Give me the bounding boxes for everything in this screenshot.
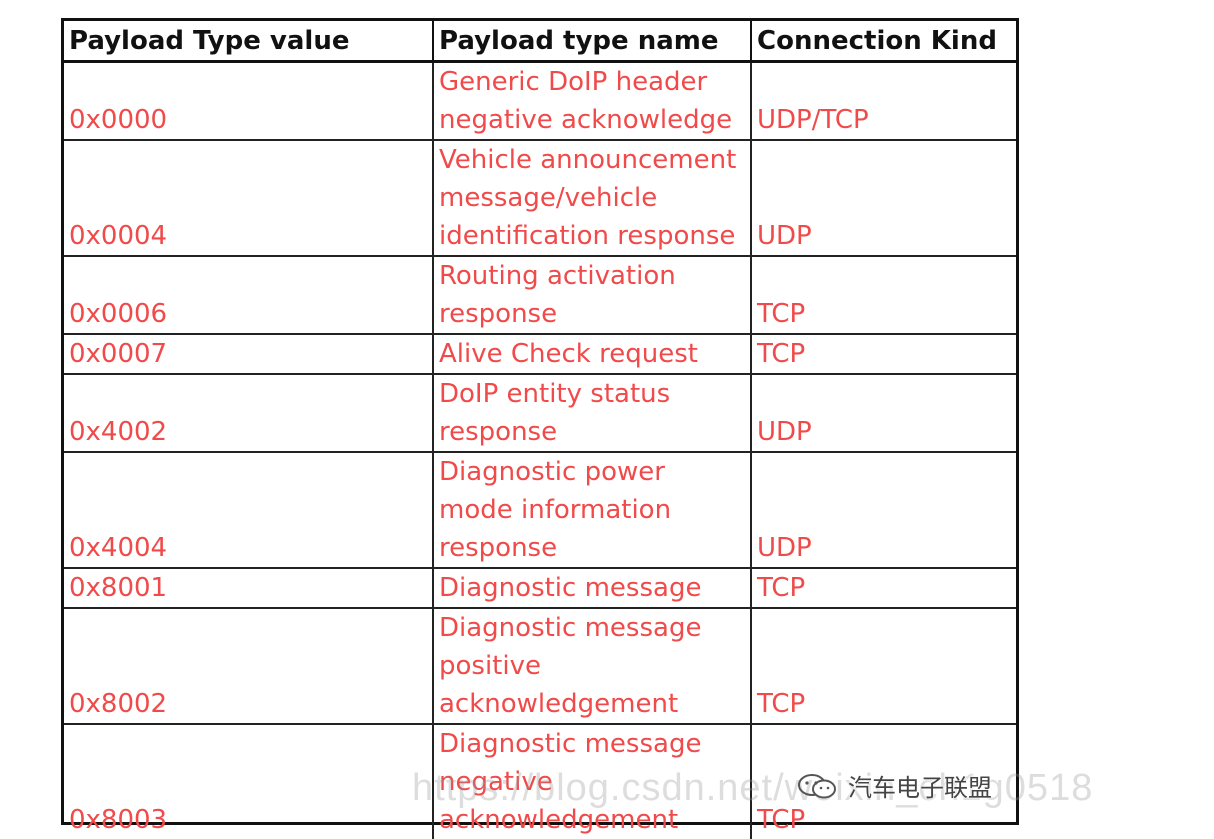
payload-type-name-line: negative acknowledge xyxy=(439,101,750,139)
connection-kind-cell: TCP xyxy=(751,608,1016,724)
connection-kind-cell: UDP xyxy=(751,140,1016,256)
payload-type-name-line: Generic DoIP header xyxy=(439,63,750,101)
payload-type-value-cell: 0x0006 xyxy=(64,256,433,334)
payload-type-value-cell: 0x8003 xyxy=(64,724,433,839)
payload-type-name-line: response xyxy=(439,413,750,451)
connection-kind-cell: TCP xyxy=(751,256,1016,334)
connection-kind-cell: UDP xyxy=(751,374,1016,452)
payload-type-name-line: Routing activation xyxy=(439,257,750,295)
payload-type-table-container: Payload Type value Payload type name Con… xyxy=(61,18,1019,825)
connection-kind-cell: UDP xyxy=(751,452,1016,568)
payload-type-name-line: message/vehicle xyxy=(439,179,750,217)
payload-type-name-line: Diagnostic message xyxy=(439,569,750,607)
header-row: Payload Type value Payload type name Con… xyxy=(64,21,1016,62)
payload-type-name-line: acknowledgement xyxy=(439,685,750,723)
payload-type-value-cell: 0x4002 xyxy=(64,374,433,452)
connection-kind-cell: UDP/TCP xyxy=(751,62,1016,141)
header-payload-type-name: Payload type name xyxy=(433,21,751,62)
payload-type-name-line: DoIP entity status xyxy=(439,375,750,413)
payload-type-name-line: Vehicle announcement xyxy=(439,141,750,179)
payload-type-name-line: response xyxy=(439,295,750,333)
header-payload-type-value: Payload Type value xyxy=(64,21,433,62)
payload-type-name-line: response xyxy=(439,529,750,567)
payload-type-value-cell: 0x0000 xyxy=(64,62,433,141)
payload-type-value-cell: 0x0007 xyxy=(64,334,433,374)
payload-type-name-line: Diagnostic message xyxy=(439,609,750,647)
connection-kind-cell: TCP xyxy=(751,568,1016,608)
payload-type-name-line: Alive Check request xyxy=(439,335,750,373)
payload-type-table: Payload Type value Payload type name Con… xyxy=(64,21,1016,839)
logo-watermark: 汽车电子联盟 xyxy=(796,768,992,803)
connection-kind-cell: TCP xyxy=(751,334,1016,374)
payload-type-value-cell: 0x0004 xyxy=(64,140,433,256)
payload-type-value-cell: 0x8001 xyxy=(64,568,433,608)
logo-watermark-text: 汽车电子联盟 xyxy=(848,768,992,803)
payload-type-name-line: positive xyxy=(439,647,750,685)
payload-type-name-line: mode information xyxy=(439,491,750,529)
payload-type-value-cell: 0x8002 xyxy=(64,608,433,724)
payload-type-name-line: identification response xyxy=(439,217,750,255)
payload-type-name-cell: Alive Check request xyxy=(433,334,751,374)
payload-type-name-cell: Diagnostic message xyxy=(433,568,751,608)
payload-type-name-line: Diagnostic message xyxy=(439,725,750,763)
header-connection-kind: Connection Kind xyxy=(751,21,1016,62)
wechat-icon xyxy=(796,771,840,801)
payload-type-value-cell: 0x4004 xyxy=(64,452,433,568)
payload-type-name-line: Diagnostic power xyxy=(439,453,750,491)
